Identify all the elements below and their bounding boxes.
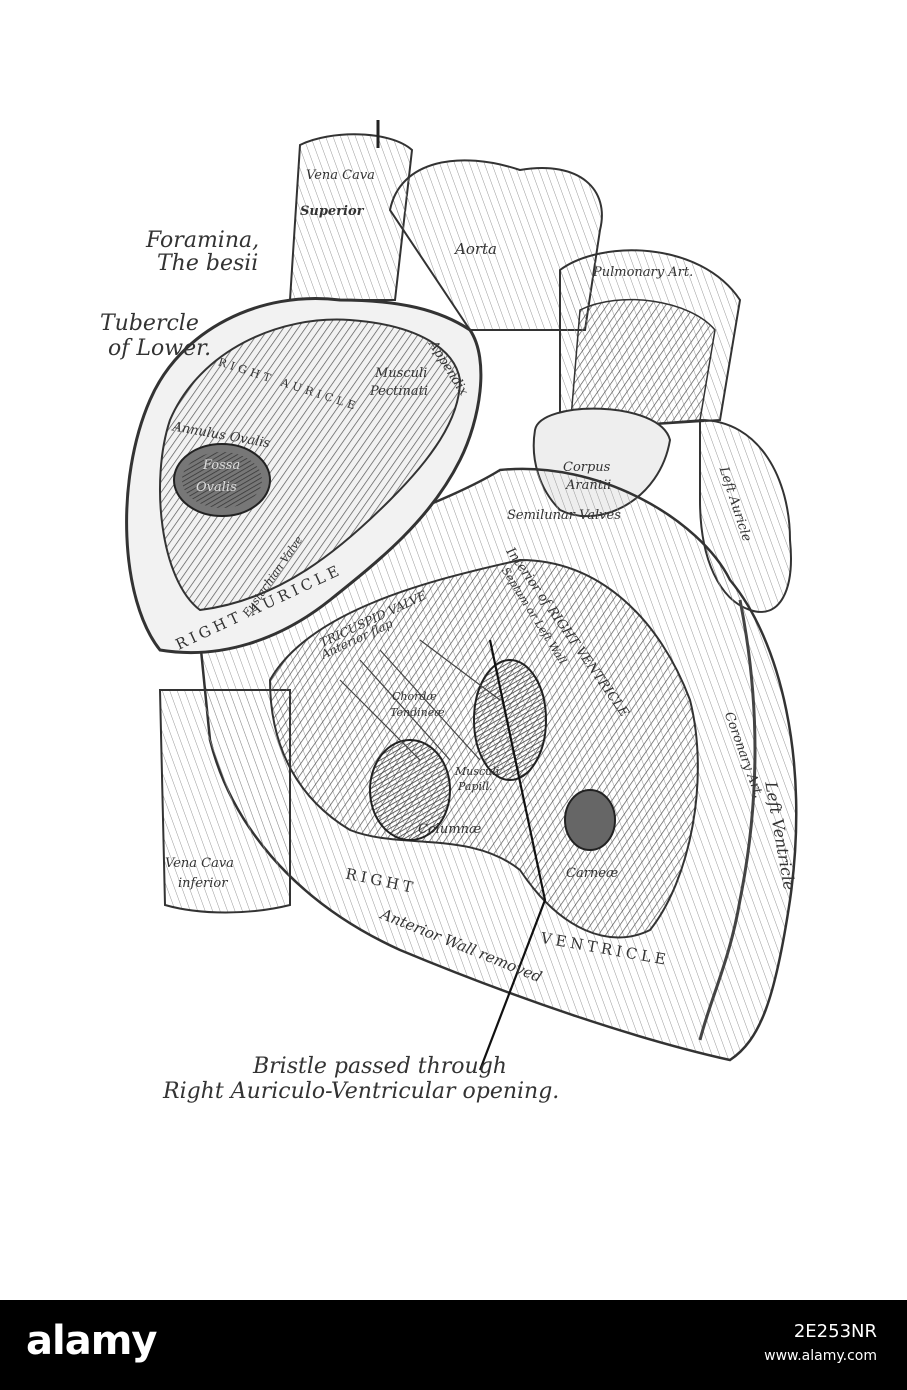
label-corpus: Corpus xyxy=(563,460,611,475)
heart-engraving xyxy=(125,120,798,1071)
watermark-id: 2E253NR xyxy=(793,1321,877,1342)
coronary-artery xyxy=(698,599,757,1041)
caption-line-2: Right Auriculo-Ventricular opening. xyxy=(163,1079,560,1104)
label-musculi: Musculi xyxy=(375,366,428,381)
label-of-lower: of Lower. xyxy=(108,336,212,361)
label-thebesii: The besii xyxy=(157,251,259,276)
label-fossa: Fossa xyxy=(203,458,241,473)
watermark-bar xyxy=(0,1300,907,1390)
label-pectinati: Pectinati xyxy=(370,384,429,399)
label-vena-cava-inferior: Vena Cava xyxy=(165,856,234,871)
label-arantii: Arantii xyxy=(566,478,612,493)
watermark-logo: alamy xyxy=(26,1318,157,1364)
vena-cava-inferior xyxy=(158,689,291,914)
label-columnae: Columnæ xyxy=(418,822,482,837)
label-inferior: inferior xyxy=(178,876,228,891)
label-carneae: Carneæ xyxy=(566,866,619,881)
label-ovalis: Ovalis xyxy=(196,480,237,495)
label-chordae: Chordæ xyxy=(392,690,437,703)
label-vena-cava-superior: Vena Cava xyxy=(306,168,375,183)
label-pulmonary: Pulmonary Art. xyxy=(593,265,694,280)
label-tendineae: Tendineæ xyxy=(390,706,445,719)
caption-line-1: Bristle passed through xyxy=(253,1054,507,1079)
label-foramina: Foramina, xyxy=(146,228,260,253)
label-musculi-pap: Musculi xyxy=(455,765,500,778)
vena-cava-superior xyxy=(288,133,414,301)
label-superior: Superior xyxy=(300,204,364,219)
bristle xyxy=(478,639,547,1071)
label-tubercle: Tubercle xyxy=(100,311,199,336)
label-semilunar: Semilunar Valves xyxy=(507,508,621,523)
aorta xyxy=(388,159,603,331)
label-papill: Papill. xyxy=(458,780,493,793)
label-aorta: Aorta xyxy=(455,240,498,258)
right-auricle-interior xyxy=(159,318,462,612)
watermark-url: www.alamy.com xyxy=(764,1348,877,1364)
heart-illustration: Foramina, The besii Tubercle of Lower. V… xyxy=(100,120,800,1104)
